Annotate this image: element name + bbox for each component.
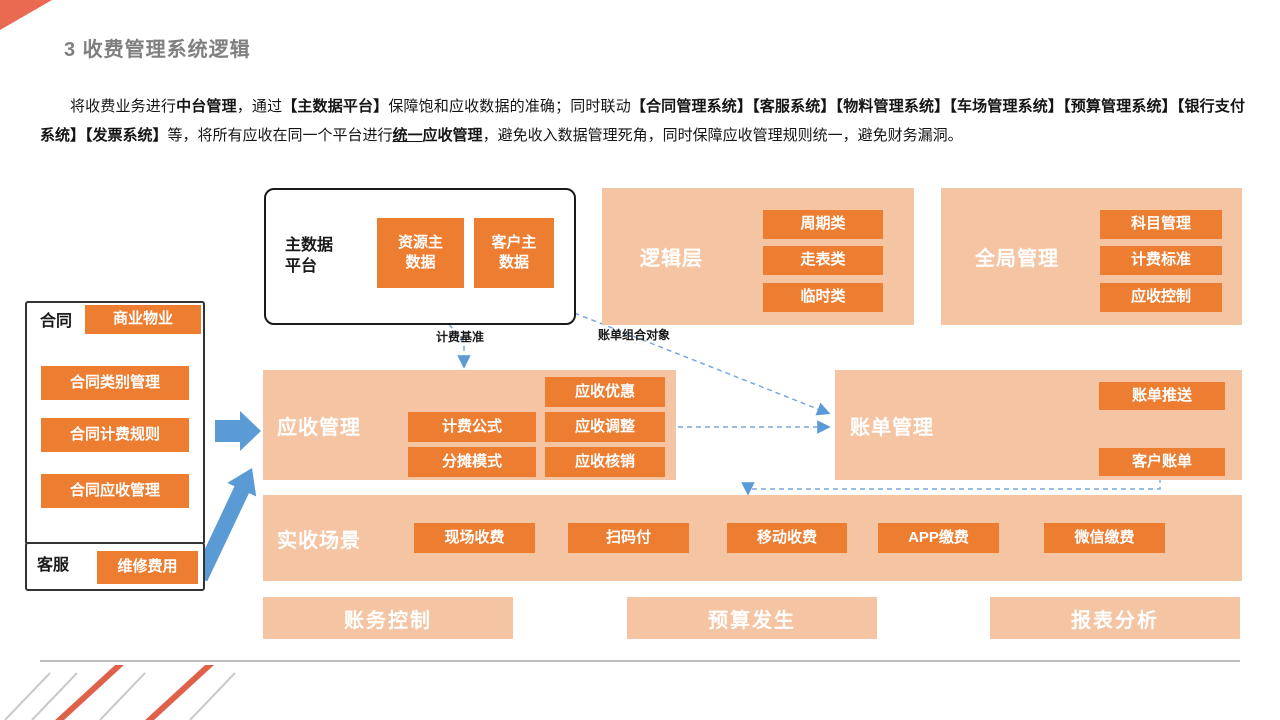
intro-text-segment: 将收费业务进行: [70, 98, 177, 115]
service-label: 客服: [37, 557, 70, 575]
collection-item-onsite: 现场收费: [414, 523, 535, 553]
page-title: 3 收费管理系统逻辑: [64, 39, 251, 61]
service-tag: 维修费用: [97, 551, 198, 584]
master-data-platform-label: 主数据平台: [285, 236, 334, 275]
billing-box: 账单管理 账单推送 客户账单: [835, 370, 1242, 480]
intro-text-segment: 【主数据平台】: [282, 98, 389, 115]
logic-layer-box: 逻辑层 周期类 走表类 临时类: [602, 188, 914, 325]
intro-paragraph: 将收费业务进行中台管理，通过【主数据平台】保障饱和应收数据的准确；同时联动【合同…: [40, 92, 1245, 150]
collection-item-mobile: 移动收费: [727, 523, 847, 553]
global-mgmt-item-subject: 科目管理: [1100, 210, 1222, 239]
connector-billing-to-collection: [741, 478, 1161, 496]
master-data-item-resource: 资源主数据: [377, 218, 464, 288]
collection-item-wechat: 微信缴费: [1044, 523, 1165, 553]
receivable-item-formula: 计费公式: [408, 412, 536, 442]
collection-label: 实收场景: [277, 529, 361, 552]
receivable-item-discount: 应收优惠: [545, 377, 665, 407]
receivable-item-allocation: 分摊模式: [408, 447, 536, 477]
intro-text-segment: 等，将所有应收在同一个平台进行: [167, 127, 393, 144]
bottom-box-account-control: 账务控制: [263, 597, 513, 639]
connector-label-bill-combo: 账单组合对象: [598, 328, 671, 342]
intro-text-segment: 保障饱和应收数据的准确；同时联动: [388, 98, 631, 115]
intro-text-segment: 统一: [392, 127, 423, 144]
bottom-box-report: 报表分析: [990, 597, 1240, 639]
billing-item-customer-bill: 客户账单: [1099, 448, 1225, 476]
logic-layer-item-meter: 走表类: [763, 246, 883, 275]
logic-layer-label: 逻辑层: [640, 248, 703, 270]
global-mgmt-item-standard: 计费标准: [1100, 246, 1222, 275]
intro-text-segment: 中台管理: [176, 98, 237, 115]
bottom-stripes-decoration: [4, 665, 236, 720]
billing-item-push: 账单推送: [1099, 382, 1225, 410]
logic-layer-item-periodic: 周期类: [763, 210, 883, 239]
intro-text-segment: ，避免收入数据管理死角，同时保障应收管理规则统一，避免财务漏洞。: [482, 127, 963, 144]
intro-text-segment: 应收管理: [422, 127, 483, 144]
corner-decoration: [0, 0, 52, 30]
intro-text-segment: ，通过: [236, 98, 283, 115]
receivable-box: 应收管理 计费公式 分摊模式 应收优惠 应收调整 应收核销: [263, 370, 676, 480]
collection-box: 实收场景 现场收费 扫码付 移动收费 APP缴费 微信缴费: [263, 495, 1242, 581]
collection-item-app: APP缴费: [878, 523, 999, 553]
master-data-item-customer: 客户主数据: [474, 218, 554, 288]
contract-item-receivable: 合同应收管理: [41, 474, 189, 508]
footer-divider: [40, 660, 1240, 662]
global-mgmt-item-control: 应收控制: [1100, 283, 1222, 312]
contract-label: 合同: [40, 312, 73, 330]
service-box: 客服 维修费用: [25, 542, 205, 591]
intro-text-segment: 【合同管理系统】【客服系统】【物料管理系统】【车场管理系统】【预算管理系统】【银…: [40, 98, 1245, 144]
collection-item-qr-pay: 扫码付: [568, 523, 689, 553]
billing-label: 账单管理: [850, 416, 934, 439]
bottom-box-budget: 预算发生: [627, 597, 877, 639]
receivable-item-writeoff: 应收核销: [545, 447, 665, 477]
global-mgmt-box: 全局管理 科目管理 计费标准 应收控制: [941, 188, 1242, 325]
contract-box: 合同 商业物业 合同类别管理 合同计费规则 合同应收管理: [25, 301, 205, 545]
logic-layer-item-temporary: 临时类: [763, 283, 883, 312]
receivable-label: 应收管理: [277, 416, 361, 439]
global-mgmt-label: 全局管理: [975, 248, 1059, 270]
flow-arrow-contract-to-receivable: [215, 411, 261, 451]
receivable-item-adjustment: 应收调整: [545, 412, 665, 442]
connector-label-billing-basis: 计费基准: [436, 330, 485, 344]
contract-tag: 商业物业: [85, 305, 201, 334]
master-data-platform-box: 主数据平台 资源主数据 客户主数据: [264, 188, 576, 325]
contract-item-billing-rule: 合同计费规则: [41, 418, 189, 452]
contract-item-category: 合同类别管理: [41, 366, 189, 400]
